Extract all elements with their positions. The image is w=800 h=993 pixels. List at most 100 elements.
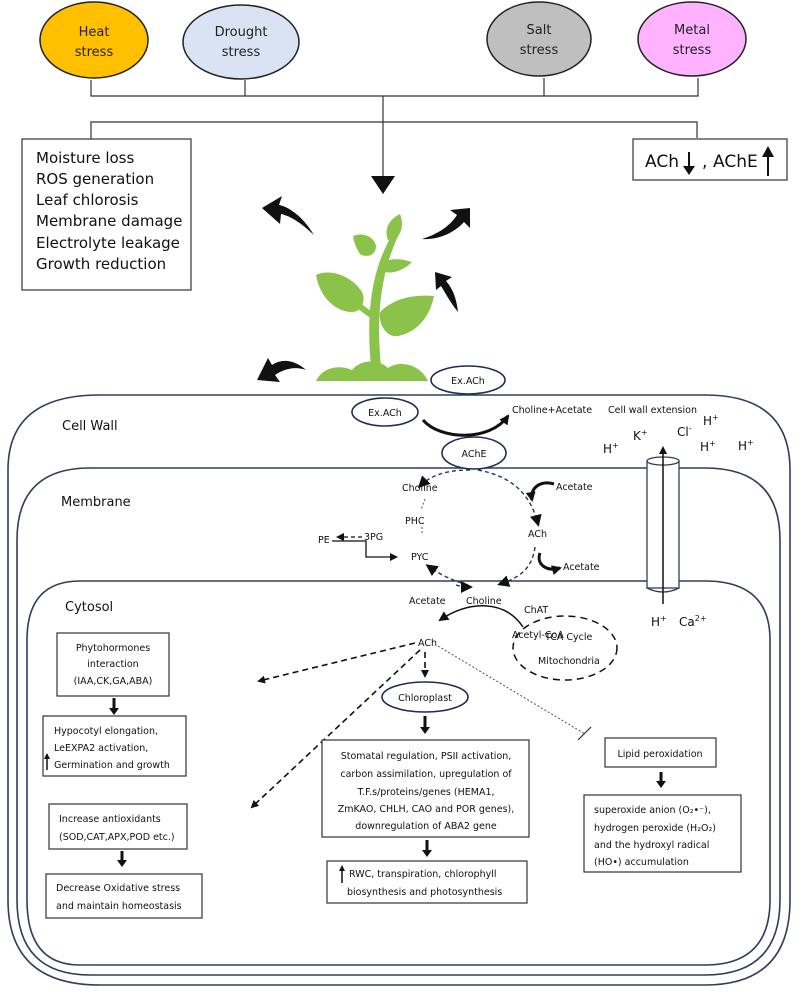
ion-cl: Cl- [677,424,692,439]
stressor-salt: Salt stress [486,1,592,77]
stressor-ellipse [637,1,747,77]
ach-to-antioxidants-arrow [250,649,421,809]
chat-synthesis-arrow [438,605,524,628]
ach-membrane-label: ACh [528,529,547,540]
curved-arrow-icon [257,358,306,382]
acetate-out-arrow [537,552,562,576]
ion-h: H+ [738,438,754,453]
down-thick-arrow-icon [420,716,430,734]
down-arrow-icon [371,176,395,194]
hypocotyl-box: Hypocotyl elongation, LeEXPA2 activation… [42,715,187,777]
ach-to-phytohormones-arrow [257,642,416,684]
cytosol-outline [26,580,771,966]
choline-cytosol-label: Choline [466,596,502,607]
cell-wall-outline [7,394,791,986]
svg-text:downregulation of ABA2 gene: downregulation of ABA2 gene [355,821,497,832]
cell-wall-ex-ach: Ex.ACh [351,397,419,427]
svg-text:Lipid peroxidation: Lipid peroxidation [617,749,702,760]
effect-item: ROS generation [36,170,154,188]
hydrolysis-arrow [421,414,510,437]
svg-text:LeEXPA2 activation,: LeEXPA2 activation, [54,743,148,754]
effect-item: Moisture loss [36,149,134,167]
ex-ach-label: Ex.ACh [368,408,402,419]
stressor-metal: Metal stress [637,1,747,77]
ex-ach-outside: Ex.ACh [430,365,506,395]
svg-text:carbon assimilation, upregulat: carbon assimilation, upregulation of [340,769,512,780]
up-arrow-icon [762,146,774,176]
down-thick-arrow-icon [117,851,127,867]
svg-text:(IAA,CK,GA,ABA): (IAA,CK,GA,ABA) [74,676,153,687]
down-arrow-icon [683,152,695,175]
stressor-ellipse [486,1,592,77]
down-thick-arrow-icon [656,772,666,788]
choline-label: Choline [402,483,438,494]
effect-item: Membrane damage [36,212,182,230]
antioxidants-box: Increase antioxidants (SOD,CAT,APX,POD e… [48,803,188,850]
svg-text:Phytohormones: Phytohormones [76,643,150,654]
separator: , [702,152,707,172]
effect-item: Growth reduction [36,255,166,273]
oxidative-stress-box: Decrease Oxidative stress and maintain h… [45,873,203,919]
pyc-label: PYC [411,552,429,563]
stressor-label: Metal [674,23,710,38]
stressor-ellipse [39,1,149,79]
svg-text:(HO•) accumulation: (HO•) accumulation [594,857,689,868]
stressor-label: stress [222,45,261,60]
pe-label: PE [318,535,330,546]
down-thick-arrow-icon [422,840,432,857]
ex-ach-label: Ex.ACh [451,376,485,387]
ache-label: AChE [462,449,487,460]
stressor-label: stress [75,45,114,60]
mitochondria-label: Mitochondria [538,656,600,667]
stressor-label: Salt [527,23,552,38]
choline-acetate-label: Choline+Acetate [512,405,592,416]
stressor-ellipse [182,4,300,80]
compartment-cytosol: Cytosol [65,600,113,615]
chat-label: ChAT [524,605,548,616]
ache-label: AChE [713,152,758,172]
plant-icon [316,214,434,381]
ion-h: H+ [700,439,716,454]
acetate-cytosol-label: Acetate [409,596,446,607]
ach-ache-box: ACh , AChE [632,138,788,181]
stress-effects-box: Moisture loss ROS generation Leaf chloro… [21,138,192,291]
ach-label: ACh [645,152,679,172]
chloroplast-effects-box: Stomatal regulation, PSII activation, ca… [321,739,530,838]
curved-arrow-icon [435,272,458,312]
svg-text:biosynthesis and photosynthesi: biosynthesis and photosynthesis [347,887,502,898]
acetate-in-arrow [525,481,555,502]
ach-inhibits-lipid-line [437,645,586,735]
curved-arrow-icon [262,196,314,235]
cell-wall-extension-label: Cell wall extension [608,405,697,416]
svg-text:hydrogen peroxide (H₂O₂): hydrogen peroxide (H₂O₂) [594,823,716,834]
svg-text:Hypocotyl elongation,: Hypocotyl elongation, [54,726,158,737]
down-thick-arrow-icon [109,698,119,715]
pyc-arrow [332,540,398,561]
svg-text:Stomatal regulation, PSII acti: Stomatal regulation, PSII activation, [341,751,512,762]
stressor-heat: Heat stress [39,1,149,79]
svg-text:RWC, transpiration, chlorophyl: RWC, transpiration, chlorophyll [349,869,497,880]
chloroplast-label: Chloroplast [398,693,452,704]
compartment-membrane: Membrane [61,495,131,510]
mitochondria: TCA Cycle Mitochondria [512,615,618,681]
stressor-drought: Drought stress [182,4,300,80]
up-arrow-icon [339,865,345,883]
effect-item: Electrolyte leakage [36,234,180,252]
phytohormones-box: Phytohormones interaction (IAA,CK,GA,ABA… [56,632,170,697]
ion-k: K+ [633,428,648,443]
svg-text:Increase antioxidants: Increase antioxidants [59,814,161,825]
acetate-in-label: Acetate [556,482,593,493]
compartment-cell-wall: Cell Wall [62,419,118,434]
ache-enzyme: AChE [441,436,507,470]
svg-text:and maintain homeostasis: and maintain homeostasis [56,901,182,912]
stressor-label: Heat [79,25,110,40]
svg-text:ZmKAO, CHLH, CAO and POR genes: ZmKAO, CHLH, CAO and POR genes), [338,804,515,815]
up-arrow-icon [44,753,50,770]
svg-text:(SOD,CAT,APX,POD etc.): (SOD,CAT,APX,POD etc.) [59,832,175,843]
ion-h: H+ [603,441,619,456]
ros-accumulation-box: superoxide anion (O₂•⁻), hydrogen peroxi… [583,794,742,873]
stressor-label: Drought [215,25,268,40]
phc-label: PHC [405,516,425,527]
svg-text:superoxide anion (O₂•⁻),: superoxide anion (O₂•⁻), [594,805,711,816]
svg-text:and the hydroxyl radical: and the hydroxyl radical [594,840,709,851]
